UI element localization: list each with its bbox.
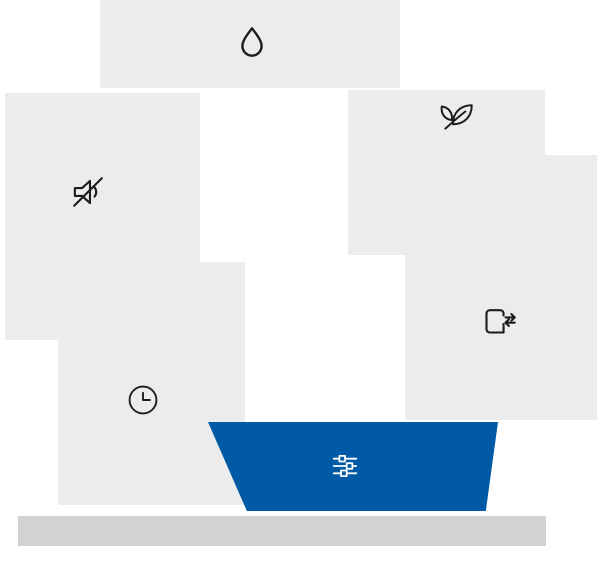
settings-keystone-button[interactable] (208, 422, 498, 511)
volume-mute-icon (67, 171, 109, 213)
base-bar (18, 516, 546, 546)
clock-delay-icon (124, 381, 162, 419)
tile-clock (58, 262, 245, 505)
eco-leaves-icon (436, 93, 476, 133)
power-source-swap-icon (476, 301, 518, 343)
settings-sliders-icon (327, 448, 363, 484)
water-drop-icon (234, 24, 270, 60)
tile-power (405, 155, 597, 420)
tile-water (100, 0, 400, 88)
